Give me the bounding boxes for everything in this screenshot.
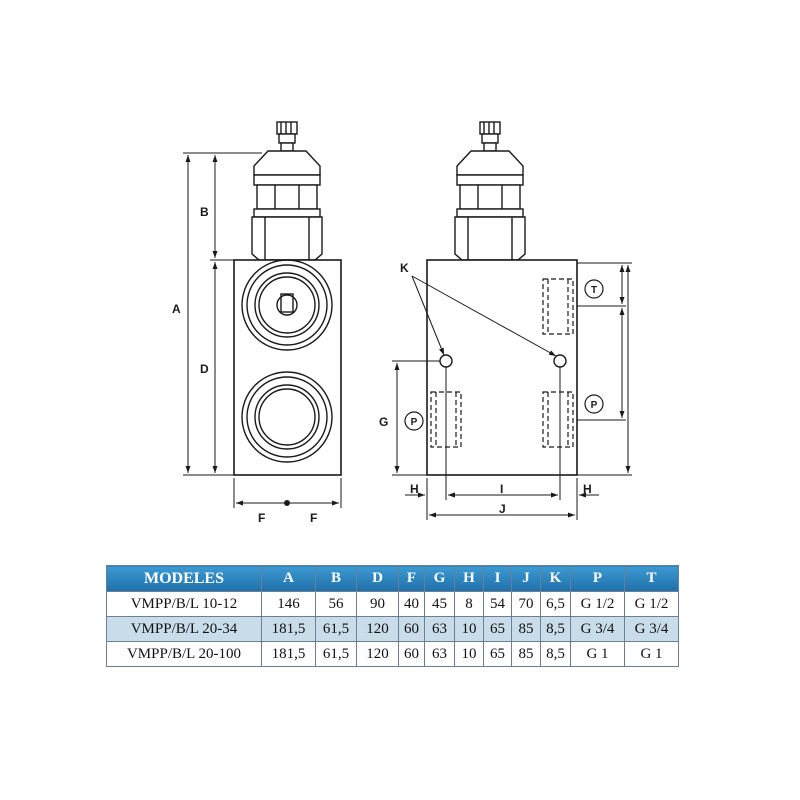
header-i: I	[483, 565, 512, 592]
table-header-row: MODELES A B D F G H I J K P T	[106, 565, 679, 592]
cell-i: 54	[483, 591, 512, 617]
cell-j: 85	[511, 616, 541, 642]
cell-model: VMPP/B/L 20-100	[106, 641, 262, 667]
header-k: K	[540, 565, 571, 592]
cell-model: VMPP/B/L 20-34	[106, 616, 262, 642]
cell-p: G 3/4	[570, 616, 625, 642]
dim-label-i: I	[500, 482, 503, 496]
cell-d: 120	[356, 616, 399, 642]
table-row: VMPP/B/L 20-100 181,5 61,5 120 60 63 10 …	[106, 641, 679, 667]
port-label-p-right: P	[591, 400, 598, 411]
cell-b: 61,5	[315, 641, 357, 667]
technical-drawing: A B D F F	[172, 121, 632, 525]
header-a: A	[261, 565, 316, 592]
port-marker-t: T	[584, 279, 604, 299]
cell-h: 8	[454, 591, 484, 617]
cell-f: 60	[398, 641, 425, 667]
cell-h: 10	[454, 616, 484, 642]
dim-label-k: K	[400, 261, 409, 275]
cell-j: 70	[511, 591, 541, 617]
cell-k: 8,5	[540, 641, 571, 667]
dim-label-j: J	[499, 502, 506, 516]
port-marker-p-left: P	[404, 411, 424, 431]
k-leaders	[411, 275, 557, 357]
header-g: G	[424, 565, 455, 592]
dim-label-a: A	[172, 302, 181, 316]
dim-label-g: G	[379, 415, 388, 429]
cell-g: 45	[424, 591, 455, 617]
dim-label-f-left: F	[258, 511, 265, 525]
table-row: VMPP/B/L 20-34 181,5 61,5 120 60 63 10 6…	[106, 616, 679, 642]
cell-k: 8,5	[540, 616, 571, 642]
cell-h: 10	[454, 641, 484, 667]
dim-label-b: B	[200, 205, 209, 219]
table-row: VMPP/B/L 10-12 146 56 90 40 45 8 54 70 6…	[106, 591, 679, 617]
cell-d: 90	[356, 591, 399, 617]
cell-p: G 1	[570, 641, 625, 667]
cell-j: 85	[511, 641, 541, 667]
header-h: H	[454, 565, 484, 592]
port-marker-p-right: P	[584, 394, 604, 414]
cell-a: 146	[261, 591, 316, 617]
cell-g: 63	[424, 641, 455, 667]
cell-i: 65	[483, 616, 512, 642]
front-view	[233, 121, 342, 476]
port-label-t: T	[591, 285, 597, 296]
lower-port	[241, 371, 333, 463]
header-modeles: MODELES	[106, 565, 262, 592]
cell-g: 63	[424, 616, 455, 642]
cell-p: G 1/2	[570, 591, 625, 617]
header-f: F	[398, 565, 425, 592]
header-d: D	[356, 565, 399, 592]
dimensions-table: MODELES A B D F G H I J K P T VMPP/B/L 1…	[106, 565, 679, 667]
cell-b: 61,5	[315, 616, 357, 642]
cell-t: G 1	[624, 641, 679, 667]
cartridge-front	[251, 121, 323, 261]
dim-label-f-right: F	[310, 511, 317, 525]
front-dimensions	[183, 152, 342, 508]
cell-a: 181,5	[261, 641, 316, 667]
upper-port	[241, 259, 333, 351]
cartridge-side	[454, 121, 526, 261]
cell-k: 6,5	[540, 591, 571, 617]
dim-label-h-left: H	[410, 482, 419, 496]
header-b: B	[315, 565, 357, 592]
header-p: P	[570, 565, 625, 592]
side-dimensions	[392, 262, 632, 520]
cell-model: VMPP/B/L 10-12	[106, 591, 262, 617]
header-t: T	[624, 565, 679, 592]
cell-d: 120	[356, 641, 399, 667]
cell-b: 56	[315, 591, 357, 617]
port-label-p-left: P	[411, 417, 418, 428]
cell-f: 60	[398, 616, 425, 642]
side-view	[426, 121, 578, 476]
valve-body-side	[426, 259, 578, 476]
cell-f: 40	[398, 591, 425, 617]
cell-i: 65	[483, 641, 512, 667]
dim-label-h-right: H	[583, 482, 592, 496]
valve-body-front	[233, 259, 342, 476]
cell-t: G 1/2	[624, 591, 679, 617]
header-j: J	[511, 565, 541, 592]
cell-a: 181,5	[261, 616, 316, 642]
dim-label-d: D	[200, 362, 209, 376]
cell-t: G 3/4	[624, 616, 679, 642]
